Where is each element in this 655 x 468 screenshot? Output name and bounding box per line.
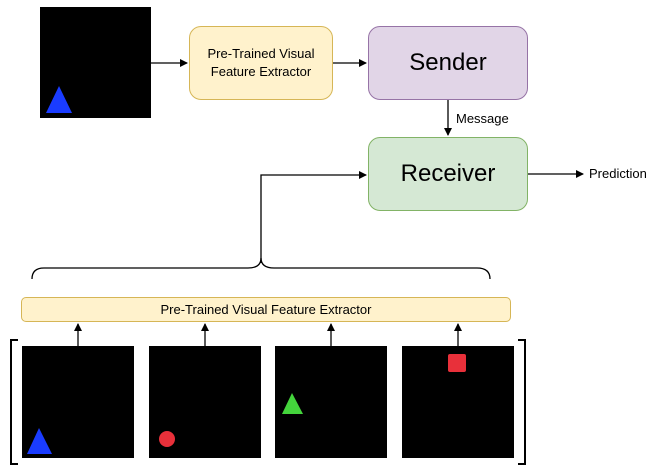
feature-extractor-box: Pre-Trained Visual Feature Extractor (189, 26, 333, 100)
curly-brace (31, 257, 491, 280)
green-triangle-shape (282, 393, 303, 414)
arrow-candidates-to-receiver (260, 171, 367, 263)
red-square-shape (448, 354, 466, 372)
candidate-image-1 (22, 346, 134, 458)
left-bracket (10, 339, 18, 465)
feature-extractor-bar: Pre-Trained Visual Feature Extractor (21, 297, 511, 322)
receiver-label: Receiver (400, 160, 496, 187)
sender-label: Sender (409, 49, 487, 76)
right-bracket (518, 339, 526, 465)
feature-extractor-label: Pre-Trained Visual Feature Extractor (207, 46, 315, 79)
blue-triangle-shape (27, 428, 52, 454)
target-image (40, 7, 151, 118)
feature-extractor-bar-label: Pre-Trained Visual Feature Extractor (160, 302, 372, 317)
sender-box: Sender (368, 26, 528, 100)
candidate-image-3 (275, 346, 387, 458)
message-label: Message (456, 111, 509, 126)
prediction-label: Prediction (589, 166, 647, 181)
blue-triangle-shape (46, 86, 72, 113)
candidate-image-2 (149, 346, 261, 458)
candidate-image-4 (402, 346, 514, 458)
red-circle-shape (159, 431, 175, 447)
receiver-box: Receiver (368, 137, 528, 211)
